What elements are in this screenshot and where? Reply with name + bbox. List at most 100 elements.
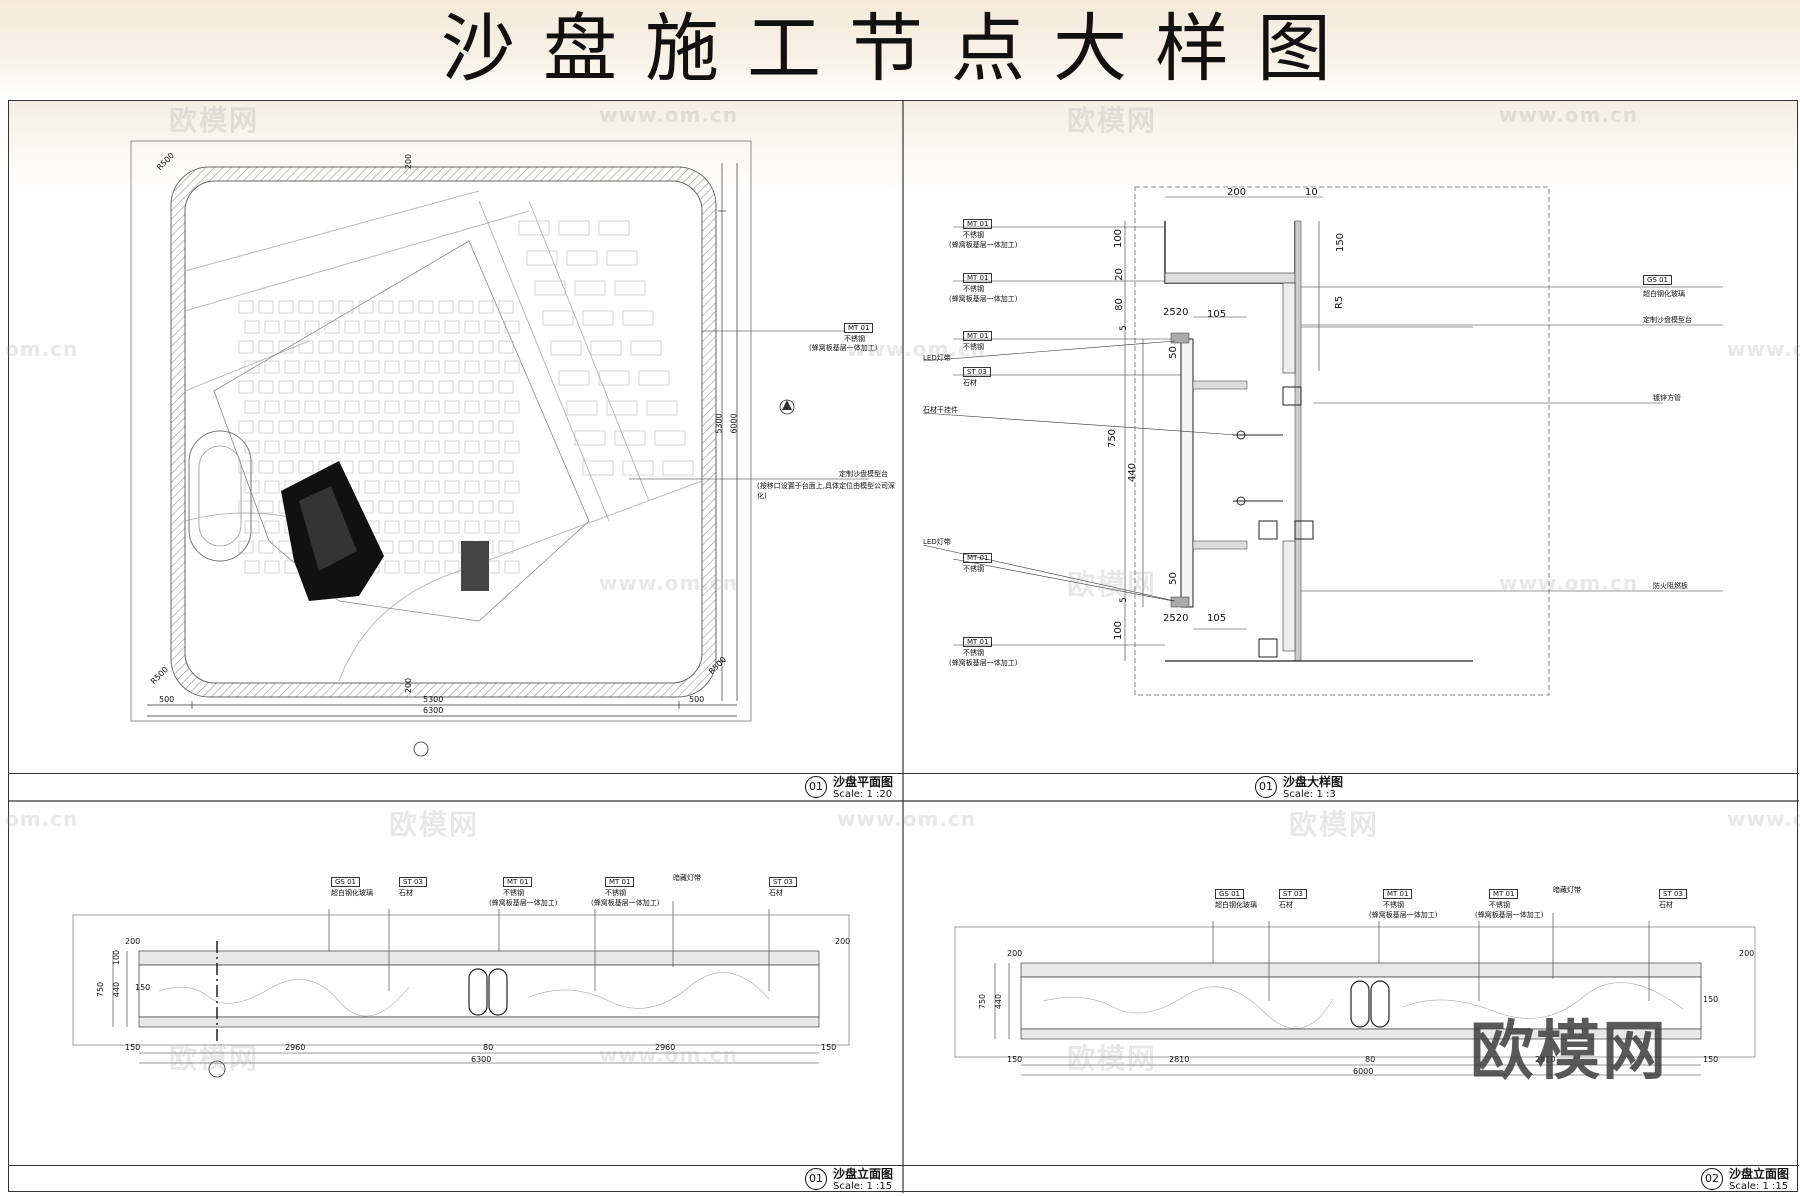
plan-parking-block	[558, 220, 590, 236]
plan-number: 01	[805, 776, 827, 798]
plan-building-block	[324, 320, 340, 334]
plan-building-block	[398, 500, 414, 514]
material-tag: ST 03	[963, 367, 991, 377]
elevation-1-drawing	[72, 901, 850, 1078]
plan-building-block	[498, 420, 514, 434]
detail-drawing	[922, 186, 1723, 696]
plan-parking-block	[590, 340, 622, 356]
plan-building-block	[244, 440, 260, 454]
plan-building-block	[238, 380, 254, 394]
plan-building-block	[484, 480, 500, 494]
plan-label-platform-note: (按移口设置于台面上,具体定位由模型公司深化)	[757, 482, 895, 500]
detail-dim-2520-top: 2520	[1163, 307, 1189, 318]
material-note: (蜂窝板基层一体加工)	[1475, 911, 1544, 919]
plan-building-block	[504, 320, 520, 334]
plan-building-block	[244, 320, 260, 334]
plan-parking-block	[550, 340, 582, 356]
glass-panel	[1294, 220, 1302, 662]
elev1-title: 沙盘立面图	[833, 1167, 894, 1181]
material-tag: GS 01	[331, 877, 360, 887]
material-label: 超白钢化玻璃	[331, 889, 373, 897]
plan-building-block	[344, 360, 360, 374]
plan-building-block	[304, 360, 320, 374]
plan-label-steel-note: (蜂窝板基层一体加工)	[809, 344, 878, 352]
plan-building-block	[464, 320, 480, 334]
plan-building-block	[424, 440, 440, 454]
plan-building-block	[318, 300, 334, 314]
plan-building-block	[444, 440, 460, 454]
elev2-stone-band	[1020, 976, 1702, 1030]
detail-right-board: 防火阻燃板	[1653, 582, 1688, 590]
plan-building-block	[424, 320, 440, 334]
plan-building-block	[264, 480, 280, 494]
plan-building-block	[424, 360, 440, 374]
elev1-dim-end-right: 200	[835, 937, 851, 946]
plan-building-block	[338, 420, 354, 434]
material-tag: ST 03	[1659, 889, 1687, 899]
plan-building-block	[418, 460, 434, 474]
elev2-title-bar: 02 沙盘立面图 Scale: 1 :15	[903, 1165, 1799, 1193]
plan-building-block	[418, 540, 434, 554]
elev1-dim-h150: 150	[135, 983, 151, 992]
material-tag: MT 01	[605, 877, 635, 887]
material-label: 石材	[1279, 901, 1293, 909]
plan-building-block	[358, 420, 374, 434]
material-label: 不锈钢	[963, 231, 984, 239]
plan-building-block	[324, 360, 340, 374]
plan-building-block	[504, 520, 520, 534]
plan-building-block	[264, 560, 280, 574]
plan-parking-block	[582, 460, 614, 476]
detail-dim-105-top: 105	[1207, 309, 1227, 320]
plan-building-block	[364, 480, 380, 494]
plan-parking-block	[630, 340, 662, 356]
detail-scale: Scale: 1 :3	[1283, 789, 1336, 800]
plan-building-block	[458, 300, 474, 314]
plan-building-block	[424, 400, 440, 414]
plan-building-block	[264, 360, 280, 374]
plan-building-block	[384, 440, 400, 454]
detail-dim-50-bottom: 50	[1167, 572, 1179, 585]
plan-building-block	[364, 400, 380, 414]
detail-title: 沙盘大样图	[1283, 775, 1344, 789]
plan-building-block	[384, 360, 400, 374]
material-label: 石材干挂件	[923, 406, 958, 414]
material-label: 石材	[963, 379, 977, 387]
material-label: 不锈钢	[1383, 901, 1404, 909]
plan-building-block	[444, 360, 460, 374]
watermark-brand-large: 欧模网	[1470, 1015, 1668, 1089]
plan-building-block	[498, 540, 514, 554]
plan-building-block	[444, 520, 460, 534]
plan-building-block	[458, 500, 474, 514]
plan-building-block	[344, 400, 360, 414]
plan-parking-block	[518, 220, 550, 236]
plan-building-block	[238, 300, 254, 314]
plan-building-block	[404, 520, 420, 534]
plan-building-block	[384, 400, 400, 414]
elev1-number: 01	[805, 1168, 827, 1190]
detail-right-tag-gs01: GS 01	[1643, 275, 1672, 285]
plan-title-bar: 01 沙盘平面图 Scale: 1 :20	[9, 773, 903, 801]
plan-building-block	[384, 320, 400, 334]
plan-building-block	[484, 440, 500, 454]
plan-building-block	[418, 420, 434, 434]
plan-building-block	[244, 520, 260, 534]
plan-building-block	[378, 420, 394, 434]
plan-building-block	[258, 380, 274, 394]
material-tag: MT 01	[1383, 889, 1413, 899]
plan-building-block	[404, 400, 420, 414]
plan-tag-mt01: MT 01	[844, 323, 874, 333]
plan-building-block	[444, 480, 460, 494]
page-title: 沙盘施工节点大样图	[441, 6, 1359, 92]
plan-parking-block	[646, 400, 678, 416]
material-note: (蜂窝板基层一体加工)	[1369, 911, 1438, 919]
material-label: 不锈钢	[1489, 901, 1510, 909]
plan-building-block	[398, 540, 414, 554]
plan-building-block	[498, 300, 514, 314]
plan-building-block	[238, 500, 254, 514]
material-label: 暗藏灯带	[673, 874, 701, 882]
plan-building-block	[364, 320, 380, 334]
plan-building-block	[458, 380, 474, 394]
plan-building-block	[418, 300, 434, 314]
